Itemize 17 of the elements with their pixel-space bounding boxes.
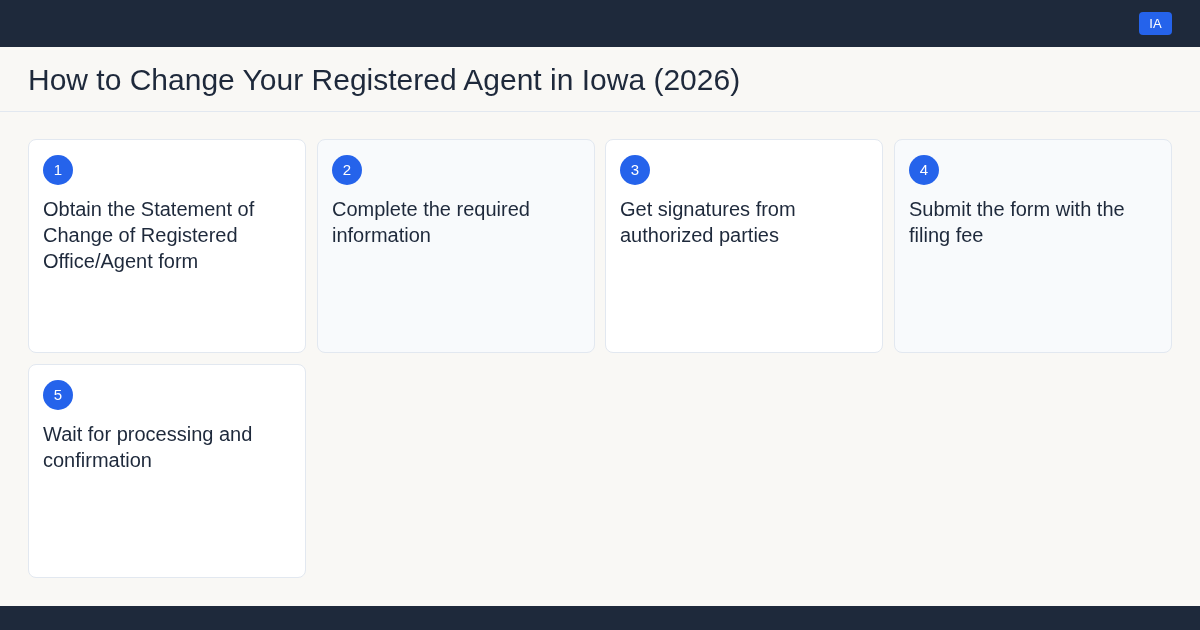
step-text: Complete the required information: [332, 197, 531, 248]
step-card: [28, 139, 306, 353]
step-text: Obtain the Statement of Change of Registered Office/Agent form: [43, 197, 256, 274]
step-text: Wait for processing and confirmation: [43, 422, 254, 473]
step-number: 2: [332, 155, 362, 185]
step-text: Submit the form with the filing fee: [909, 197, 1126, 248]
state-badge: IA: [1139, 12, 1172, 35]
step-number: 3: [620, 155, 650, 185]
step-card: [605, 139, 883, 353]
step-number: 1: [43, 155, 73, 185]
step-card: [317, 139, 595, 353]
page-title: How to Change Your Registered Agent in Iowa (2026): [28, 62, 741, 98]
step-card: [894, 139, 1172, 353]
step-card: [28, 364, 306, 578]
step-text: Get signatures from authorized parties: [620, 197, 797, 248]
step-number: 4: [909, 155, 939, 185]
step-number: 5: [43, 380, 73, 410]
